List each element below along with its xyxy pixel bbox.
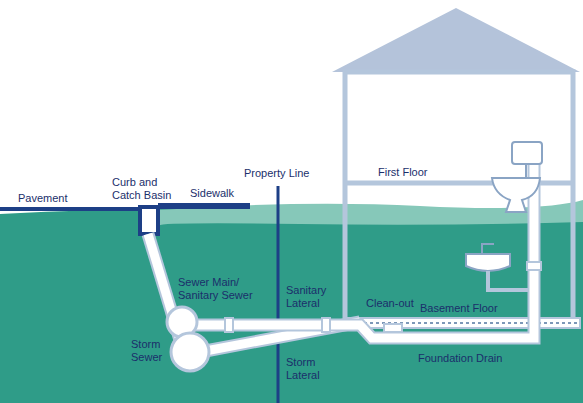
storm-sewer-label: Storm Sewer	[131, 338, 171, 364]
roof	[332, 8, 580, 72]
pavement	[0, 207, 140, 211]
lateral-label: Sanitary Lateral	[286, 284, 338, 310]
lateral-label: Storm Lateral	[286, 356, 332, 382]
sink-drain	[488, 271, 528, 290]
sanitary-pipe-core	[190, 160, 534, 338]
floor-label: Basement Floor	[420, 302, 498, 315]
clean-out-label: Clean-out	[366, 297, 414, 310]
pipe-joint	[225, 318, 233, 332]
sink-basin	[466, 254, 510, 271]
sewer-main-label: Sewer Main/ Sanitary Sewer	[178, 276, 260, 302]
toilet-tank	[512, 142, 542, 164]
drain-label: Foundation Drain	[418, 352, 502, 365]
sink-faucet	[482, 244, 494, 254]
pipe-joint	[322, 318, 330, 332]
property-line-label: Property Line	[244, 167, 309, 180]
property-line	[277, 186, 280, 403]
catch-basin-label: Curb and Catch Basin	[112, 176, 178, 202]
pipe-joint	[527, 262, 541, 270]
clean-out	[384, 324, 402, 332]
storm-sewer	[171, 333, 209, 371]
sidewalk	[158, 203, 250, 209]
toilet-neck	[525, 164, 527, 178]
toilet-bowl	[492, 178, 540, 212]
ground	[0, 204, 583, 403]
sidewalk-label: Sidewalk	[190, 187, 234, 200]
pavement-label: Pavement	[18, 192, 68, 205]
sanitary-pipe	[190, 160, 534, 338]
floor-label: First Floor	[378, 166, 428, 179]
catch-basin	[140, 207, 158, 234]
